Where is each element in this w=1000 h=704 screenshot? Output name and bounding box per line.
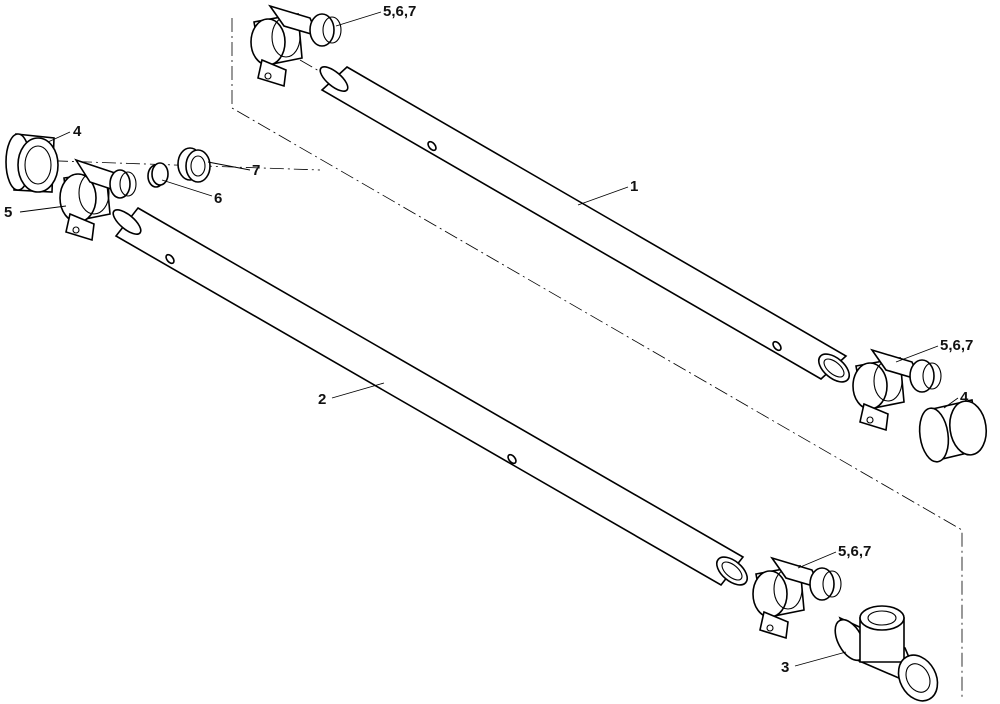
clamp-assembly-top: [250, 4, 342, 88]
callout-2: 2: [318, 391, 326, 408]
callout-4-left: 4: [73, 123, 82, 140]
callout-5-6-7-right: 5,6,7: [940, 337, 973, 354]
callout-5-6-7-bottom: 5,6,7: [838, 543, 871, 560]
tube-part-1: [319, 66, 851, 383]
callout-5-6-7-top: 5,6,7: [383, 3, 416, 20]
callout-labels: 5,6,7 1 2 3 4 4 5 6 7 5,6,7 5,6,7: [4, 3, 973, 676]
callout-3: 3: [781, 659, 789, 676]
clamp-part-5-left: [59, 158, 137, 242]
plug-part-6: [147, 162, 169, 188]
end-cap-part-4-left: [5, 133, 59, 193]
callout-7: 7: [252, 162, 260, 179]
clamp-assembly-bottom: [752, 556, 842, 640]
tee-fitting-part-3: [834, 605, 939, 702]
leader-lines: [19, 11, 959, 667]
grommet-part-7: [177, 147, 211, 183]
callout-1: 1: [630, 178, 638, 195]
clamp-assembly-right: [852, 348, 942, 432]
callout-4-right: 4: [960, 389, 969, 406]
callout-5: 5: [4, 204, 12, 221]
tube-part-2: [112, 206, 749, 587]
callout-6: 6: [214, 190, 222, 207]
end-cap-part-4-right: [918, 399, 988, 463]
